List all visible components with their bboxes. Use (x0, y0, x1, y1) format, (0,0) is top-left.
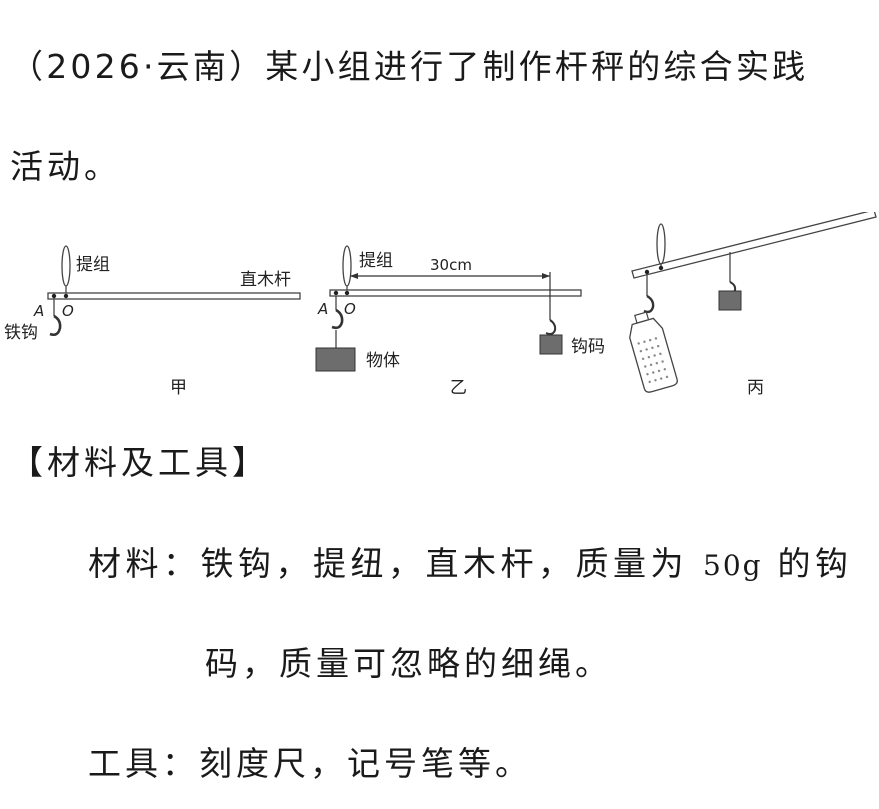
arrowhead-left-icon (350, 273, 358, 279)
label-rod: 直木杆 (240, 270, 291, 290)
label-object: 物体 (366, 351, 400, 371)
figure-jia: 提组 直木杆 A O 铁钩 甲 (4, 245, 301, 398)
label-A: A (317, 300, 328, 318)
label-weight: 钩码 (571, 337, 605, 357)
object-block (315, 347, 356, 372)
label-tizu: 提组 (359, 251, 393, 271)
materials-text: 铁钩，提纽，直木杆，质量为 (200, 544, 703, 583)
figure-bing: 丙 (629, 212, 877, 398)
lifting-rope-loop (61, 245, 71, 287)
caption-bing: 丙 (747, 378, 764, 398)
point-A (644, 269, 650, 275)
point-A (51, 293, 57, 299)
tools-text: 刻度尺，记号笔等。 (199, 744, 532, 783)
iron-hook-icon (643, 294, 655, 314)
tools-label: 工具： (88, 744, 199, 783)
question-line-1: （2026·云南）某小组进行了制作杆秤的综合实践 (10, 40, 808, 88)
label-distance: 30cm (430, 256, 472, 274)
lifting-rope-loop (656, 223, 666, 265)
materials-label: 材料： (88, 544, 201, 583)
tools-line: 工具：刻度尺，记号笔等。 (88, 737, 532, 785)
pivot-O-point (344, 290, 350, 296)
lifting-rope-loop (342, 245, 352, 287)
hook-weight (718, 290, 742, 311)
label-hook: 铁钩 (4, 323, 38, 343)
wooden-rod (329, 289, 582, 297)
question-stem: 某小组进行了制作杆秤的综合实践 (265, 47, 809, 86)
wooden-rod (47, 292, 301, 300)
point-A (333, 290, 339, 296)
water-bottle-icon (629, 311, 678, 393)
section-heading: 【材料及工具】 (10, 443, 269, 482)
materials-text-end: 的钩 (762, 544, 853, 583)
arrowhead-right-icon (542, 273, 550, 279)
caption-yi: 乙 (450, 378, 467, 398)
caption-jia: 甲 (170, 378, 187, 398)
hook-weight (539, 334, 563, 355)
iron-hook-icon (331, 308, 344, 330)
steelyard-figure: 提组 直木杆 A O 铁钩 甲 30cm 提组 A O 物体 钩码 乙 (4, 212, 877, 398)
materials-mass: 50g (703, 549, 763, 582)
materials-line-2: 码，质量可忽略的细绳。 (205, 644, 612, 683)
weight-hook-icon (545, 319, 557, 335)
figure-yi: 30cm 提组 A O 物体 钩码 乙 (315, 245, 605, 398)
label-O: O (344, 300, 356, 318)
tilted-wooden-rod (631, 212, 877, 279)
materials-line-1: 材料：铁钩，提纽，直木杆，质量为 50g 的钩 (88, 537, 853, 585)
pivot-O-point (658, 265, 664, 271)
question-source: （2026·云南） (10, 47, 266, 86)
label-tizu: 提组 (76, 255, 110, 275)
iron-hook-icon (49, 314, 62, 337)
label-O: O (62, 302, 74, 320)
label-A: A (33, 302, 44, 320)
question-line-2: 活动。 (10, 147, 121, 186)
pivot-O-point (63, 293, 69, 299)
